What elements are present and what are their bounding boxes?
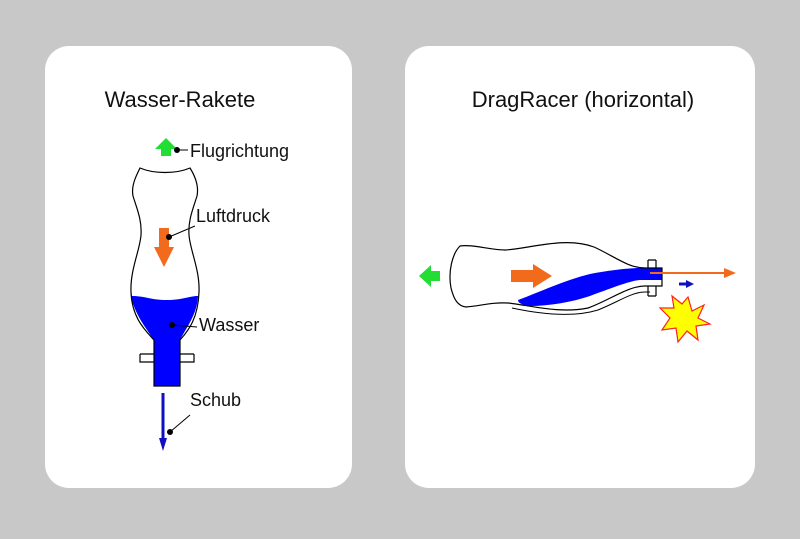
thrust-leader-dot [167, 429, 173, 435]
thrust-leader-line [169, 414, 191, 433]
dragracer-bottle-outline [449, 242, 663, 311]
air-pressure-leader-line [168, 225, 196, 238]
air-pressure-label: Luftdruck [196, 206, 271, 226]
rocket-panel: Wasser-Rakete Flugrichtung Luftdruck Was… [45, 46, 352, 488]
explosion-icon [658, 294, 712, 344]
thrust-arrow-icon [159, 438, 167, 451]
rocket-water [131, 296, 198, 386]
dragracer-launch-arrow-icon [724, 268, 736, 278]
water-label: Wasser [199, 315, 259, 335]
dragracer-collar [647, 259, 657, 297]
air-pressure-leader-dot [166, 234, 172, 240]
dragracer-bottle-lower-line [511, 291, 650, 315]
water-leader-line [171, 324, 198, 328]
dragracer-panel: DragRacer (horizontal) [405, 46, 755, 488]
rocket-panel-background [45, 46, 352, 488]
water-leader-dot [169, 322, 175, 328]
dragracer-water [518, 268, 662, 306]
dragracer-pressure-arrow-icon [511, 264, 552, 288]
dragracer-thrust-arrow-icon [686, 280, 694, 288]
flight-direction-arrow-icon [155, 138, 177, 156]
dragracer-panel-title: DragRacer (horizontal) [472, 87, 695, 112]
flight-direction-leader-dot [174, 147, 180, 153]
rocket-panel-title: Wasser-Rakete [105, 87, 256, 112]
dragracer-panel-background [405, 46, 755, 488]
rocket-bottle-outline [130, 167, 200, 387]
dragracer-direction-arrow-icon [419, 265, 440, 287]
thrust-label: Schub [190, 390, 241, 410]
flight-direction-label: Flugrichtung [190, 141, 289, 161]
rocket-collar [139, 353, 195, 363]
